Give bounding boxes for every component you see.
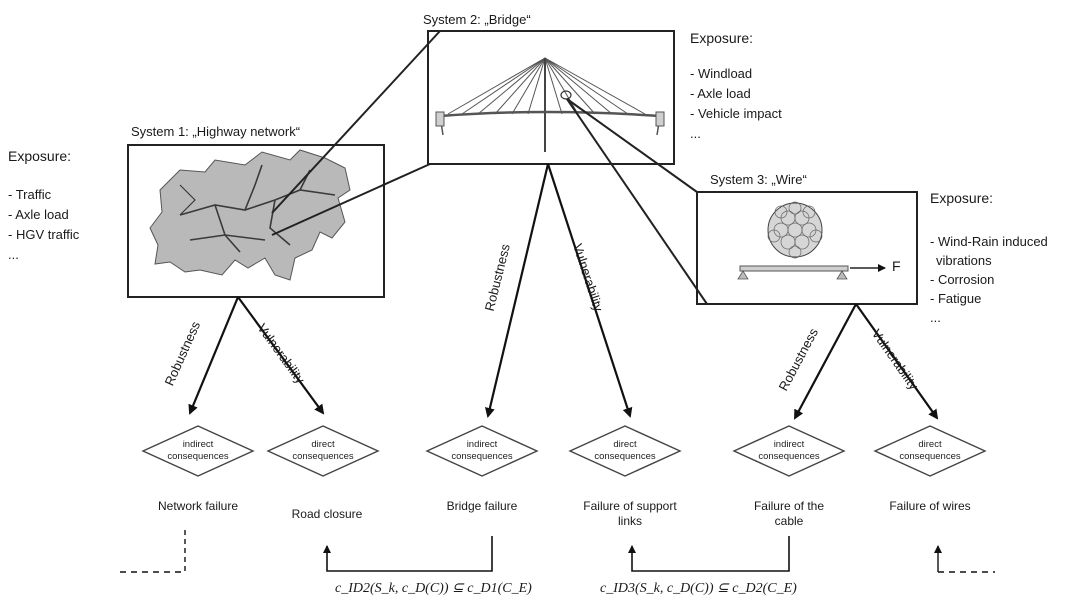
robustness-arrow-1	[188, 296, 240, 415]
consequence-diamond	[266, 425, 380, 477]
feedback-connector-1	[323, 536, 493, 572]
system2-title: System 2: „Bridge“	[423, 12, 531, 27]
consequence-diamond	[873, 425, 987, 477]
diamond-label: direct consequences	[292, 439, 354, 462]
consequence-diamond	[141, 425, 255, 477]
exposure-item: - Fatigue	[930, 291, 982, 306]
vulnerability-arrow-2	[546, 163, 633, 418]
system1-box	[127, 144, 385, 298]
zoom-line	[566, 98, 698, 193]
diamond-label: direct consequences	[899, 439, 961, 462]
diamond-label: indirect consequences	[758, 439, 820, 462]
exposure-item: ...	[8, 247, 19, 262]
exposure-item: - Wind-Rain induced	[930, 234, 1048, 249]
outcome-label: Road closure	[291, 507, 363, 521]
exposure-item: - Vehicle impact	[690, 106, 782, 121]
exposure-list: - Windload - Axle load - Vehicle impact …	[690, 64, 782, 144]
outcome-label: Network failure	[157, 499, 239, 513]
system3-box	[696, 191, 918, 305]
outcome-label: Failure of the cable	[753, 499, 825, 528]
vulnerability-arrow-3	[855, 303, 939, 420]
exposure-heading: Exposure:	[8, 148, 72, 164]
consequence-diamond	[732, 425, 846, 477]
diamond-label: direct consequences	[594, 439, 656, 462]
exposure-heading: Exposure:	[930, 190, 994, 206]
exposure-item: - Axle load	[690, 86, 751, 101]
system2-box	[427, 30, 675, 165]
exposure-list: - Wind-Rain induced vibrations - Corrosi…	[930, 232, 1048, 327]
formula-1: c_ID2(S_k, c_D(C)) ⊆ c_D1(C_E)	[335, 581, 532, 596]
vulnerability-arrow-1	[237, 296, 325, 415]
outcome-label: Failure of wires	[889, 499, 971, 513]
feedback-connector-2	[628, 536, 790, 572]
exposure-item: ...	[930, 310, 941, 325]
robustness-arrow-3	[794, 303, 857, 420]
diamond-label: indirect consequences	[167, 439, 229, 462]
system1-title: System 1: „Highway network“	[131, 124, 301, 139]
exposure-item: ...	[690, 126, 701, 141]
outcome-label: Bridge failure	[446, 499, 518, 513]
system3-title: System 3: „Wire“	[710, 172, 807, 187]
exposure-item: - Traffic	[8, 187, 52, 202]
exposure-list: - Traffic - Axle load - HGV traffic ...	[8, 185, 79, 265]
exposure-heading: Exposure:	[690, 30, 754, 46]
bridge-icon	[435, 57, 665, 152]
exposure-item: - HGV traffic	[8, 227, 80, 242]
exposure-item: vibrations	[936, 253, 992, 268]
zoom-line	[271, 163, 431, 236]
exposure-item: - Axle load	[8, 207, 69, 222]
wire-icon	[767, 201, 823, 259]
force-label: F	[892, 258, 901, 274]
exposure-item: - Windload	[690, 66, 753, 81]
zoom-line	[271, 30, 441, 214]
formula-2: c_ID3(S_k, c_D(C)) ⊆ c_D2(C_E)	[600, 581, 797, 596]
exposure-item: - Corrosion	[930, 272, 995, 287]
switzerland-map-icon	[149, 149, 351, 281]
outcome-label: Failure of support links	[583, 499, 677, 528]
diamond-label: indirect consequences	[451, 439, 513, 462]
consequence-diamond	[425, 425, 539, 477]
robustness-arrow-2	[484, 163, 550, 418]
beam-icon	[737, 264, 886, 280]
zoom-line	[566, 98, 708, 305]
consequence-diamond	[568, 425, 682, 477]
